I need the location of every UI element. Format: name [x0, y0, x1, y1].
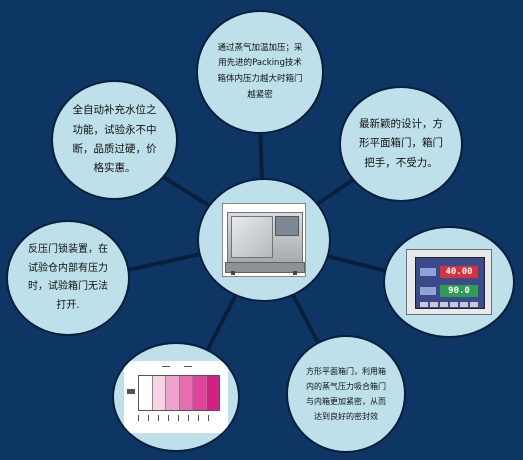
- feature-bubble-door-lock: 反压门锁装置，在试验仓内部有压力时，试验箱门无法打开.: [6, 220, 130, 336]
- color-chart-ticks: [138, 415, 218, 421]
- color-swatch-cell: [152, 376, 166, 410]
- color-swatch-cell: [179, 376, 193, 410]
- center-bubble-machine: [197, 178, 331, 302]
- color-gradient-strip: [138, 375, 220, 411]
- controller-value-humidity: 90.0: [440, 285, 478, 297]
- chamber-door: [231, 216, 273, 258]
- controller-buttons: [420, 302, 480, 307]
- feature-bubble-steam-pressure: 通过蒸气加温加压；采用先进的Packing技术 箱体内压力越大时箱门越紧密: [196, 10, 324, 134]
- feature-text-door-lock: 反压门锁装置，在试验仓内部有压力时，试验箱门无法打开.: [28, 244, 108, 311]
- feature-bubble-color-chart: [112, 342, 240, 452]
- feature-bubble-auto-water: 全自动补充水位之功能，试验永不中断，品质过硬，价格实惠。: [51, 80, 178, 200]
- feature-text-steam-pressure: 通过蒸气加温加压；采用先进的Packing技术 箱体内压力越大时箱门越紧密: [217, 42, 303, 100]
- controller-screen: 40.00 90.0: [415, 257, 485, 309]
- feature-text-door-design: 最新颖的设计，方形平面箱门，箱门把手，不受力。: [359, 117, 443, 169]
- color-swatch-cell: [166, 376, 180, 410]
- color-swatch-cell: [139, 376, 153, 410]
- color-swatch-cell: [206, 376, 219, 410]
- color-swatch-cell: [193, 376, 207, 410]
- test-chamber-image: [222, 203, 306, 277]
- feature-bubble-door-design: 最新颖的设计，方形平面箱门，箱门把手，不受力。: [339, 86, 463, 202]
- controller-value-temperature: 40.00: [440, 266, 478, 278]
- feature-text-auto-water: 全自动补充水位之功能，试验永不中断，品质过硬，价格实惠。: [72, 104, 157, 175]
- feature-bubble-seal: 方形平面箱门，利用箱内的蒸气压力吸合箱门与内箱更加紧密，从而达到良好的密封效: [286, 335, 406, 453]
- chamber-control-panel: [275, 216, 299, 236]
- feature-bubble-controller: 40.00 90.0: [383, 226, 515, 338]
- color-gradient-chart-image: [124, 361, 228, 433]
- controller-image: 40.00 90.0: [406, 249, 492, 315]
- feature-text-seal: 方形平面箱门，利用箱内的蒸气压力吸合箱门与内箱更加紧密，从而达到良好的密封效: [306, 366, 386, 422]
